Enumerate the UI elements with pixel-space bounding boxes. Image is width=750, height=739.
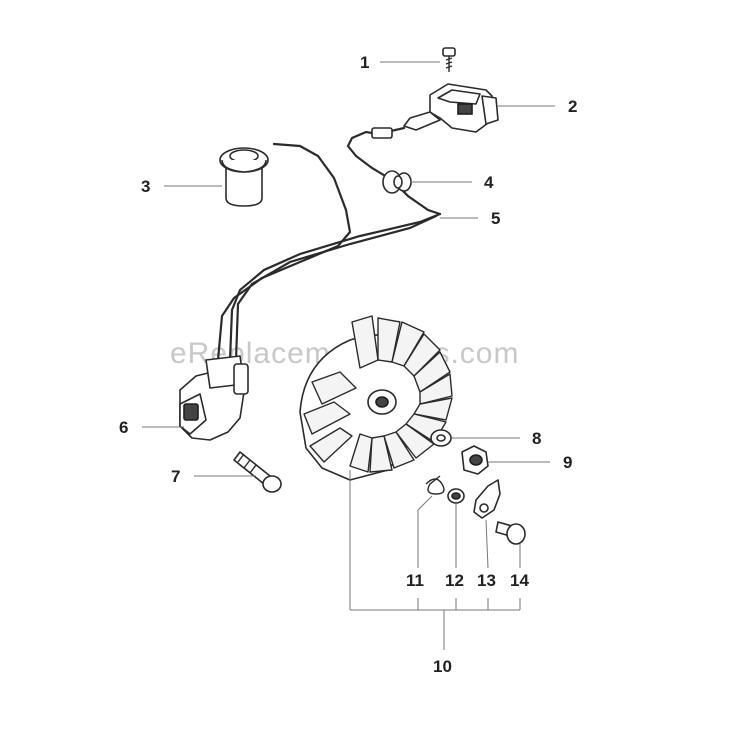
- callout-labels: 1 2 3 4 5 6 7 8 9 10 11 12 13 14: [119, 53, 577, 676]
- part-switch-module: [403, 83, 499, 133]
- part-spring: [425, 475, 445, 495]
- callout-11: 11: [406, 571, 424, 590]
- part-grommet: [382, 170, 412, 194]
- callout-12: 12: [445, 571, 464, 590]
- part-pawl: [473, 479, 501, 519]
- callout-3: 3: [141, 177, 150, 196]
- ignition-lead-1: [216, 142, 352, 362]
- part-nut: [461, 445, 489, 475]
- callout-2: 2: [568, 97, 577, 116]
- callout-9: 9: [563, 453, 572, 472]
- part-bushing: [447, 488, 465, 504]
- part-pawl-screw: [495, 521, 526, 545]
- part-screw: [442, 47, 456, 72]
- part-washer: [430, 429, 452, 447]
- callout-4: 4: [484, 173, 494, 192]
- callout-10: 10: [433, 657, 452, 676]
- switch-wire: [346, 126, 442, 216]
- callout-7: 7: [171, 467, 180, 486]
- callout-6: 6: [119, 418, 128, 437]
- part-spark-plug-cap: [219, 147, 269, 207]
- callout-13: 13: [477, 571, 496, 590]
- callout-8: 8: [532, 429, 541, 448]
- ignition-lead-2: [228, 212, 442, 362]
- part-ignition-module: [179, 355, 249, 441]
- callout-1: 1: [360, 53, 369, 72]
- part-flywheel: [299, 315, 453, 481]
- wire-connector: [371, 127, 393, 139]
- callout-5: 5: [491, 209, 500, 228]
- ignition-lead-3: [234, 214, 438, 362]
- part-module-screw: [233, 451, 282, 493]
- callout-14: 14: [510, 571, 529, 590]
- leader-lines: [142, 61, 555, 650]
